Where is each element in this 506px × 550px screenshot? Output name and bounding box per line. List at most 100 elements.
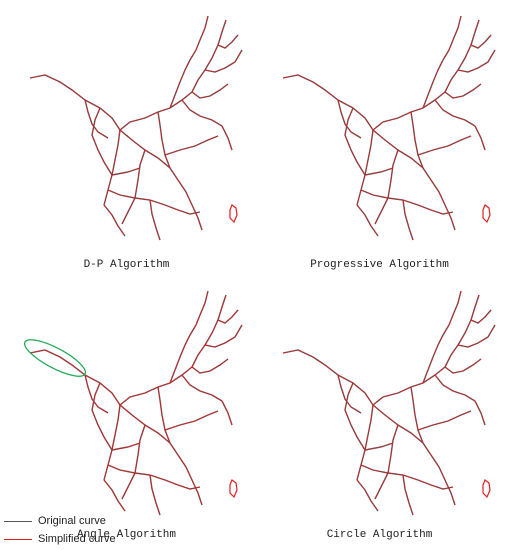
original-road-5 [157,386,179,456]
panel-dp: D-P Algorithm [0,0,253,275]
legend: Original curve Simplified curve [4,512,116,548]
simplified-road-19 [337,374,362,414]
simplified-road-21 [221,400,233,426]
original-road-5 [410,111,432,181]
simplified-road-5 [157,111,179,181]
simplified-road-13 [111,167,141,176]
original-road-14 [149,474,161,516]
simplified-road-14 [402,199,414,241]
simplified-road-17 [169,49,197,109]
original-road-2 [191,294,227,368]
simplified-road-3 [204,324,243,348]
simplified-road-2 [191,294,227,368]
simplified-road-0 [282,74,374,131]
simplified-road-7 [119,404,171,444]
simplified-road-16 [217,34,239,49]
panel-circle: Circle Algorithm [253,275,506,550]
simplified-road-10 [356,204,379,237]
simplified-road-19 [337,99,362,139]
simplified-road-23 [344,107,366,176]
simplified-road-0 [29,74,121,131]
simplified-road-5 [157,386,179,456]
simplified-road-13 [364,442,394,451]
original-road-1 [119,366,193,406]
simplified-road-8 [107,464,179,486]
original-road-14 [402,199,414,241]
legend-simplified: Simplified curve [4,530,116,548]
original-road-0 [282,74,374,131]
simplified-road-17 [422,324,450,384]
simplified-road-10 [103,204,126,237]
simplified-road-11 [134,424,146,474]
simplified-road-11 [387,424,399,474]
original-road-1 [372,91,446,131]
simplified-road-10 [103,479,126,512]
simplified-road-17 [422,49,450,109]
simplified-road-23 [91,382,113,451]
simplified-road-6 [356,129,374,206]
simplified-road-13 [111,442,141,451]
simplified-road-9 [430,454,456,506]
simplified-road-20 [121,472,136,500]
simplified-road-15 [444,83,482,99]
road-network [29,290,243,516]
simplified-road-17 [169,324,197,384]
legend-swatch-original [4,520,32,522]
simplified-road-16 [217,309,239,324]
original-road-5 [410,386,432,456]
original-road-8 [107,464,179,486]
simplified-road-20 [374,197,389,225]
original-road-1 [119,91,193,131]
original-road-7 [372,129,424,169]
simplified-road-3 [457,324,496,348]
simplified-road-16 [470,34,492,49]
simplified-road-20 [374,472,389,500]
island-outline [229,479,238,499]
network-map-circle [282,290,496,516]
simplified-road-18 [448,15,462,51]
caption-angle: Angle Algorithm [76,529,177,541]
original-road-14 [149,199,161,241]
simplified-road-21 [474,125,486,151]
simplified-road-1 [372,91,446,131]
simplified-road-3 [457,49,496,73]
legend-label-original: Original curve [38,515,106,527]
simplified-road-1 [119,91,193,131]
simplified-road-11 [134,149,146,199]
simplified-road-11 [387,149,399,199]
simplified-road-3 [204,49,243,73]
simplified-road-22 [430,484,454,490]
simplified-road-20 [121,197,136,225]
simplified-road-1 [372,366,446,406]
simplified-road-8 [107,189,179,211]
simplified-road-4 [181,99,223,127]
simplified-road-8 [360,464,432,486]
simplified-road-9 [177,179,203,231]
simplified-road-21 [474,400,486,426]
simplified-road-19 [84,374,109,414]
simplified-road-0 [29,349,121,406]
original-road-9 [177,179,203,231]
simplified-road-14 [149,199,161,241]
original-road-0 [29,74,121,131]
original-road-23 [91,382,113,451]
simplified-road-12 [417,410,472,431]
original-road-14 [402,474,414,516]
simplified-road-22 [430,209,454,215]
legend-original: Original curve [4,512,116,530]
simplified-road-9 [430,179,456,231]
legend-swatch-simplified [4,538,32,540]
simplified-road-15 [444,358,482,374]
original-road-7 [372,404,424,444]
simplified-road-12 [164,410,219,431]
simplified-road-1 [119,366,193,406]
caption-progressive: Progressive Algorithm [310,259,449,271]
simplified-road-22 [177,209,201,215]
simplified-road-23 [344,382,366,451]
network-map-angle [23,290,243,516]
simplified-road-23 [91,107,113,176]
original-road-9 [430,179,456,231]
simplified-road-6 [103,129,121,206]
simplified-road-9 [177,454,203,506]
simplified-road-2 [191,19,227,93]
